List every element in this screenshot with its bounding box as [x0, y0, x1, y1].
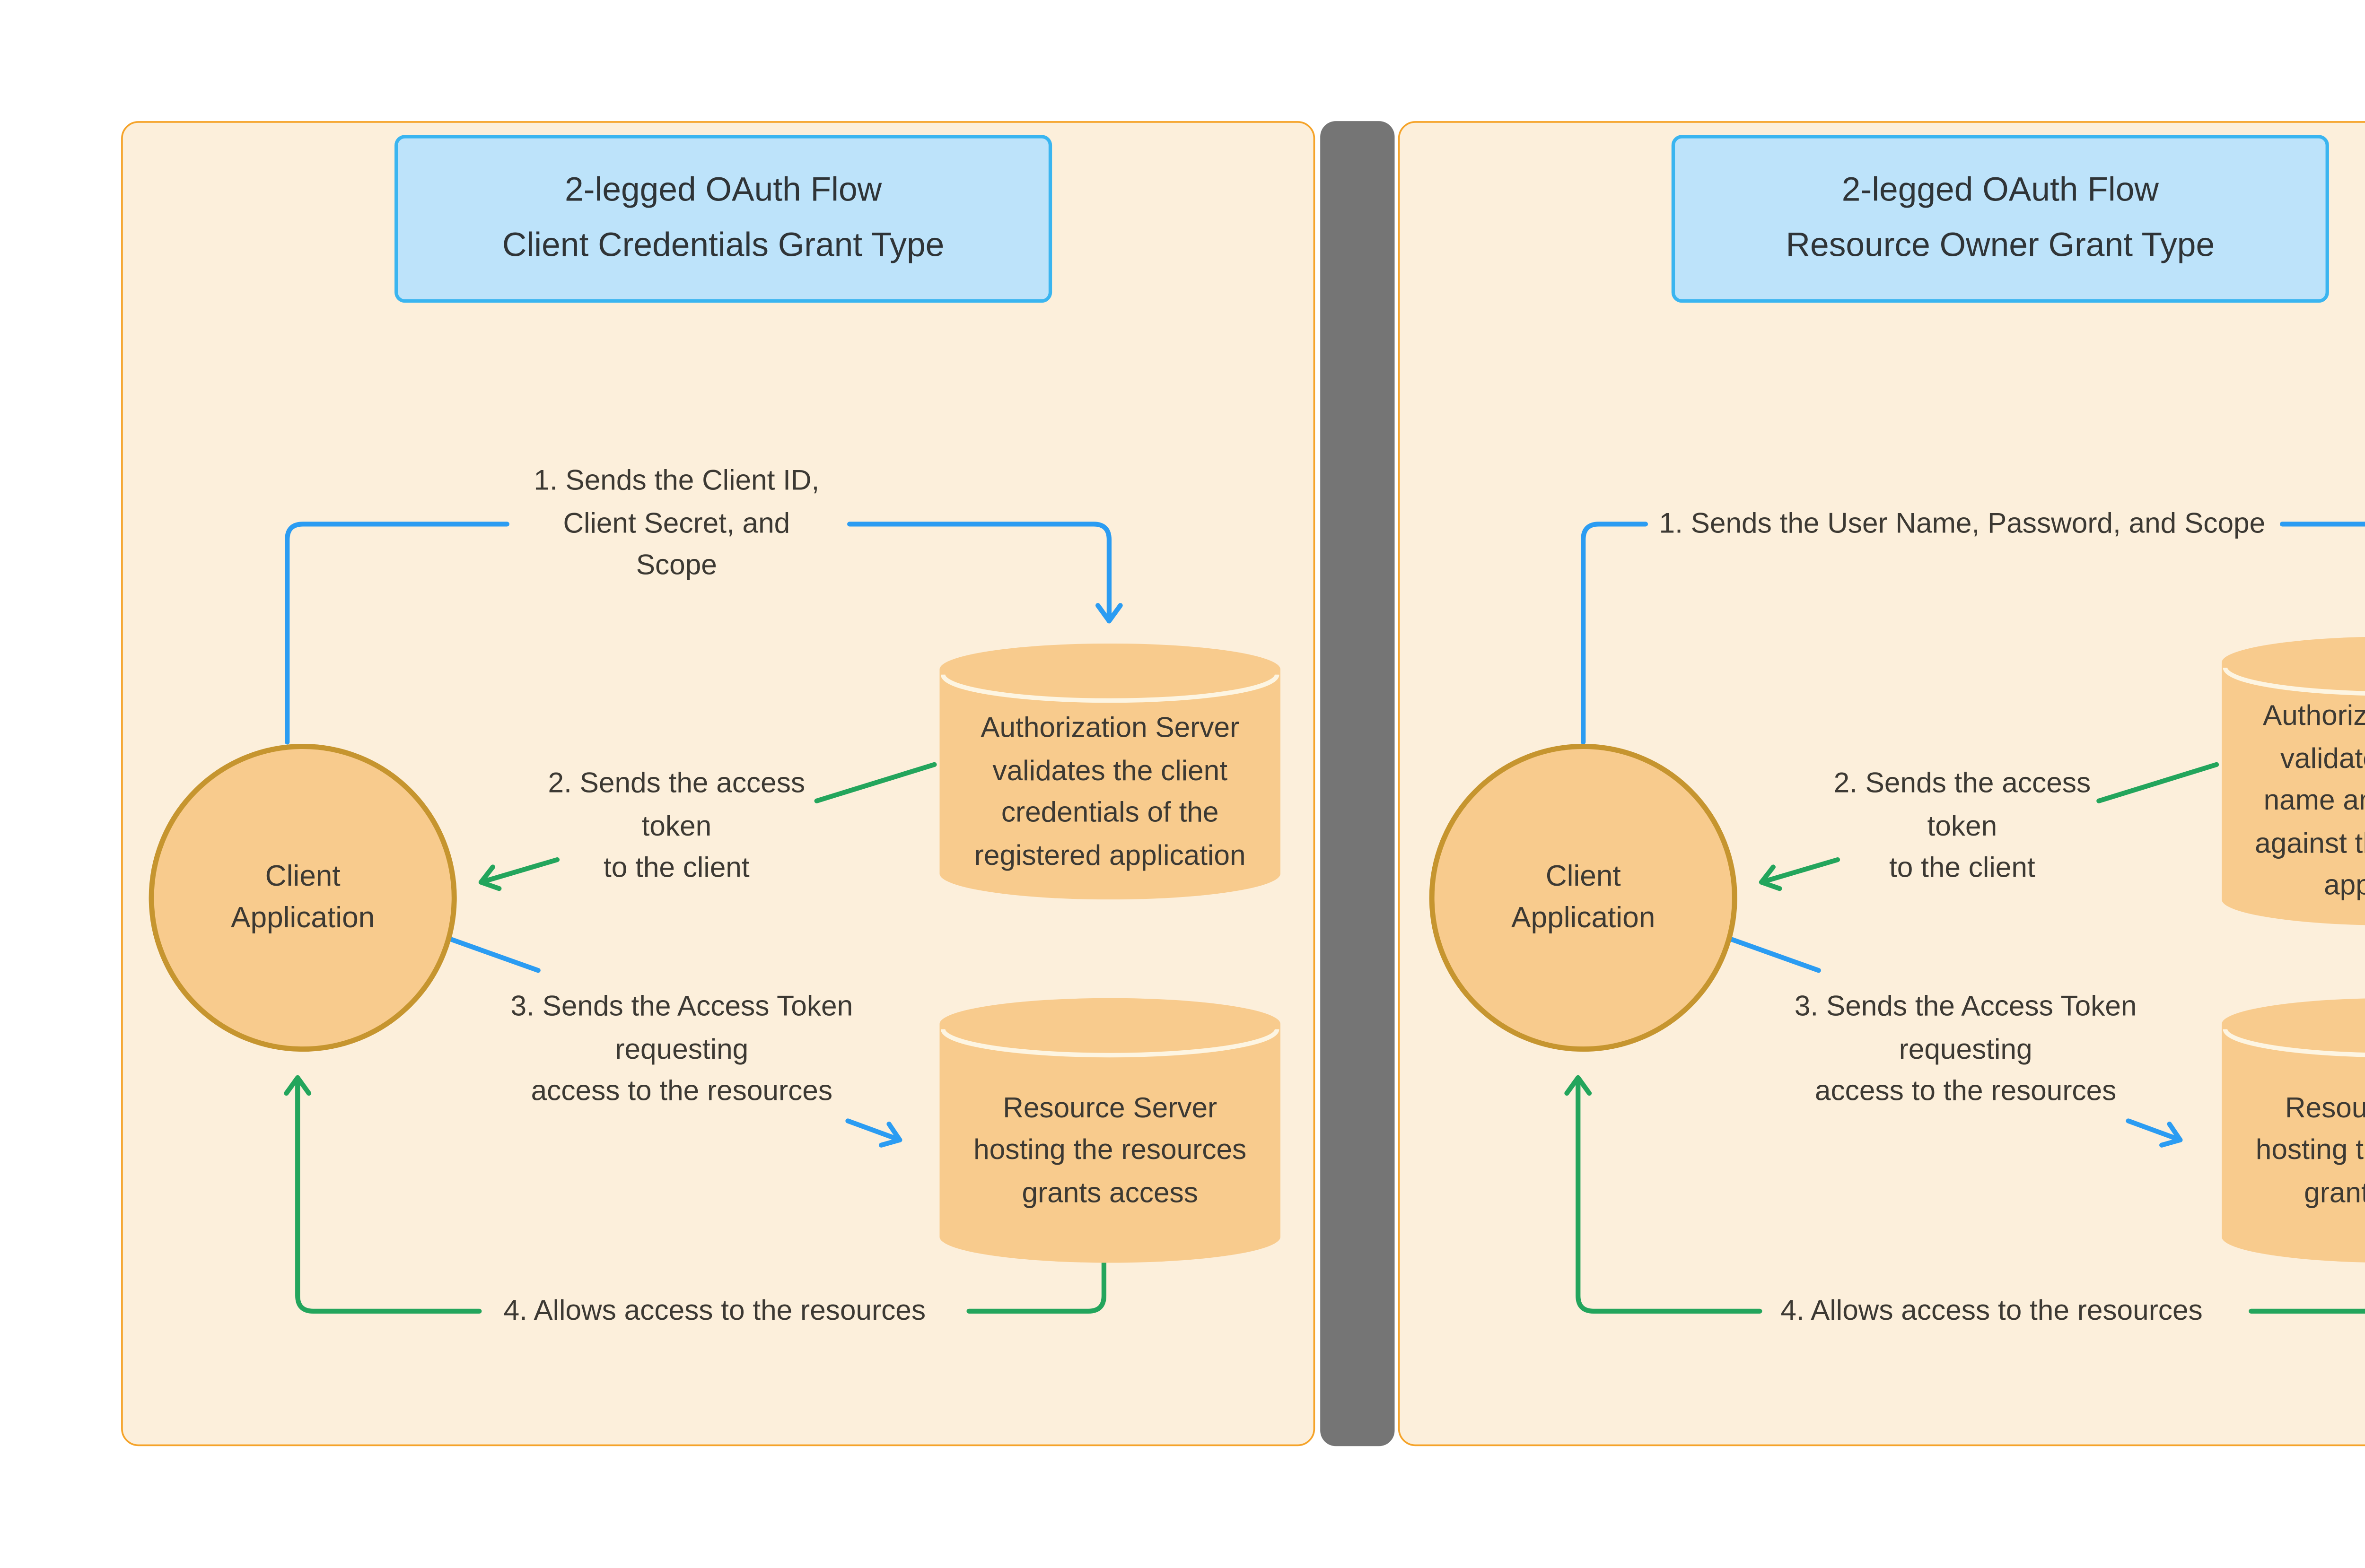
- title-line: Client Credentials Grant Type: [502, 226, 945, 264]
- text-line: against the registered: [2255, 828, 2365, 860]
- text-line: 1. Sends the User Name, Password, and Sc…: [1659, 508, 2266, 540]
- text-line: hosting the resources: [973, 1135, 1247, 1167]
- step2-label: 2. Sends the access token to the client: [548, 763, 806, 890]
- cylinder-icon: [939, 998, 1281, 1263]
- step3-label: 3. Sends the Access Token requesting acces…: [1795, 986, 2137, 1114]
- resource-server-node: Resource Server hosting the resources gran…: [2222, 998, 2365, 1263]
- step1-label: 1. Sends the User Name, Password, and Sc…: [1659, 504, 2266, 546]
- text-line: grants access: [1022, 1177, 1198, 1209]
- text-line: hosting the resources: [2255, 1135, 2365, 1167]
- text-line: application: [2324, 870, 2365, 902]
- resource-server-node: Resource Server hosting the resources gran…: [939, 998, 1281, 1263]
- cylinder-icon: [2222, 998, 2365, 1263]
- text-line: requesting: [1899, 1034, 2032, 1065]
- step1-label: 1. Sends the Client ID, Client Secret, an…: [534, 460, 819, 588]
- step4-arrow-segment-b: [1564, 1075, 1762, 1314]
- step4-label: 4. Allows access to the resources: [1780, 1290, 2202, 1333]
- text-line: 4. Allows access to the resources: [503, 1295, 926, 1327]
- step2-arrow-segment-a: [2096, 762, 2219, 803]
- cylinder-icon: [2222, 636, 2365, 925]
- text-line: Resource Server: [1003, 1093, 1218, 1124]
- text-line: requesting: [615, 1034, 749, 1065]
- panel-client-credentials: 2-legged OAuth Flow Client Credentials G…: [121, 121, 1315, 1446]
- text-line: Application: [1511, 901, 1656, 934]
- step2-arrow-segment-b: [1759, 857, 1840, 891]
- title-line: 2-legged OAuth Flow: [565, 171, 882, 209]
- text-line: Scope: [636, 550, 717, 582]
- text-line: grants access: [2304, 1177, 2365, 1209]
- panel-resource-owner: 2-legged OAuth Flow Resource Owner Grant…: [1398, 121, 2365, 1446]
- step3-arrow-segment-a: [1719, 933, 1821, 973]
- text-line: name and password: [2263, 785, 2365, 817]
- text-line: Client: [265, 859, 341, 892]
- title-box: 2-legged OAuth Flow Client Credentials G…: [394, 135, 1052, 303]
- text-line: access to the resources: [1814, 1076, 2117, 1107]
- title-box: 2-legged OAuth Flow Resource Owner Grant…: [1671, 135, 2329, 303]
- step4-arrow-segment-a: [966, 1260, 1107, 1314]
- resource-server-text: Resource Server hosting the resources gran…: [2222, 998, 2365, 1263]
- step3-arrow-segment-b: [2126, 1118, 2183, 1148]
- text-line: validates the client: [992, 755, 1228, 786]
- text-line: access to the resources: [531, 1076, 833, 1107]
- authorization-server-node: Authorization Server validates the user na…: [2222, 636, 2365, 925]
- step4-label: 4. Allows access to the resources: [504, 1290, 926, 1333]
- step2-arrow-segment-b: [478, 857, 560, 891]
- text-line: token: [1927, 810, 1997, 842]
- cylinder-icon: [939, 643, 1281, 900]
- authorization-server-text: Authorization Server validates the user na…: [2222, 636, 2365, 925]
- text-line: Application: [231, 901, 375, 934]
- text-line: credentials of the: [1001, 797, 1219, 829]
- step3-arrow-segment-b: [845, 1118, 902, 1148]
- text-line: Client: [1545, 859, 1621, 892]
- text-line: Authorization Server: [2262, 701, 2365, 732]
- step2-arrow-segment-a: [814, 762, 937, 803]
- title-line: Resource Owner Grant Type: [1786, 226, 2215, 264]
- step4-arrow-segment-b: [284, 1075, 482, 1314]
- text-line: validates the user: [2280, 743, 2365, 775]
- step3-arrow-segment-a: [438, 933, 541, 973]
- panel-divider: [1320, 121, 1395, 1446]
- text-line: Authorization Server: [981, 713, 1240, 744]
- text-line: 2. Sends the access: [1833, 768, 2091, 800]
- step1-arrow-segment-b: [847, 522, 1123, 624]
- authorization-server-node: Authorization Server validates the client…: [939, 643, 1281, 900]
- authorization-server-text: Authorization Server validates the client…: [939, 644, 1280, 899]
- text-line: 4. Allows access to the resources: [1780, 1295, 2203, 1327]
- step2-label: 2. Sends the access token to the client: [1834, 763, 2091, 890]
- text-line: registered application: [974, 840, 1246, 871]
- step3-label: 3. Sends the Access Token requesting acces…: [510, 986, 853, 1114]
- title-line: 2-legged OAuth Flow: [1841, 171, 2159, 209]
- text-line: Client Secret, and: [563, 508, 790, 539]
- step1-arrow-segment-b: [2279, 522, 2365, 527]
- resource-server-text: Resource Server hosting the resources gran…: [939, 998, 1280, 1263]
- step1-arrow-segment-a: [1581, 522, 1648, 745]
- text-line: 3. Sends the Access Token: [1794, 991, 2137, 1022]
- text-line: to the client: [603, 853, 750, 885]
- text-line: 3. Sends the Access Token: [510, 991, 853, 1022]
- step4-arrow-segment-a: [2249, 1308, 2365, 1314]
- text-line: 2. Sends the access: [548, 768, 806, 800]
- text-line: token: [641, 810, 712, 842]
- text-line: to the client: [1889, 853, 2035, 885]
- text-line: 1. Sends the Client ID,: [534, 465, 820, 497]
- text-line: Resource Server: [2285, 1093, 2365, 1124]
- step1-arrow-segment-a: [285, 522, 509, 745]
